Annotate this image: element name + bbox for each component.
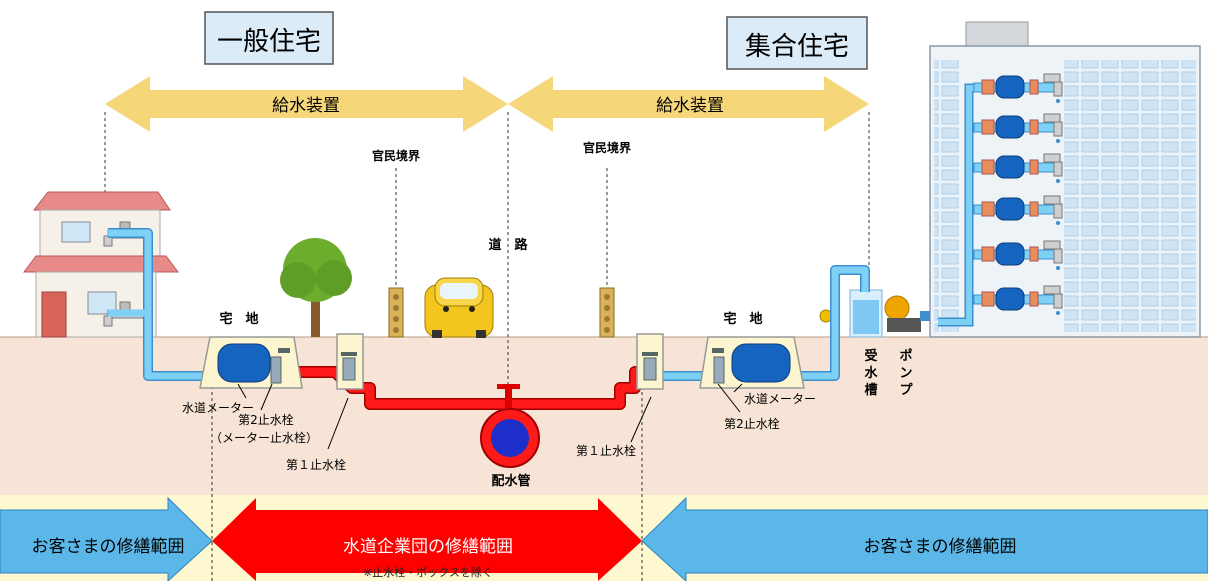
utility-repair-label: 水道企業団の修繕範囲 [343, 537, 513, 557]
water-tank-label: 受水槽 [864, 348, 878, 398]
second-stopcock-label-right: 第2止水栓 [724, 416, 780, 431]
customer-repair-arrow-right [641, 496, 1208, 581]
distribution-main-label: 配水管 [491, 473, 530, 489]
second-stopcock-note-left: （メーター止水栓） [210, 430, 318, 445]
apartment-building [929, 21, 1201, 338]
road-label: 道 路 [488, 237, 528, 253]
floor-meter [973, 195, 1063, 225]
utility-repair-note: ※止水栓・ボックスを除く [363, 565, 493, 579]
supply-label-left: 給水装置 [272, 96, 340, 116]
land-label-right: 宅 地 [723, 311, 762, 327]
supply-arrow-left [105, 76, 508, 132]
first-stopcock-label-right: 第１止水栓 [576, 443, 636, 458]
house-title-box: 一般住宅 [204, 11, 334, 65]
second-stopcock-label-left: 第2止水栓 [238, 412, 294, 427]
customer-pipe-left [108, 228, 210, 381]
meter-label-left: 水道メーター [182, 401, 254, 415]
car-icon [424, 277, 494, 338]
tree-icon [280, 238, 352, 337]
boundary-label-right: 官民境界 [583, 140, 631, 155]
boundary-post-right [599, 287, 615, 338]
floor-meter [973, 113, 1063, 143]
boundary-lines [104, 112, 870, 581]
utility-repair-arrow [212, 498, 642, 581]
house-title: 一般住宅 [217, 27, 321, 57]
meter-box-left [199, 336, 303, 389]
floor-meter [973, 285, 1063, 315]
meter-label-right: 水道メーター [744, 392, 816, 406]
customer-repair-label-right: お客さまの修繕範囲 [864, 537, 1017, 557]
house-illustration [23, 191, 179, 338]
first-stopcock-box-right [636, 333, 664, 390]
floor-meter [973, 240, 1063, 270]
customer-repair-arrow-left [0, 496, 213, 581]
water-tank-and-pump [819, 289, 921, 338]
supply-arrow-right [508, 76, 869, 132]
boundary-post-left [388, 287, 404, 338]
meter-box-right [699, 336, 805, 389]
floor-meters [973, 73, 1063, 315]
floor-meter [973, 153, 1063, 183]
boundary-label-left: 官民境界 [372, 148, 420, 163]
supply-label-right: 給水装置 [656, 96, 724, 116]
leader-lines [237, 383, 743, 450]
distribution-main-icon [480, 384, 540, 468]
land-label-left: 宅 地 [219, 311, 258, 327]
first-stopcock-box-left [336, 333, 364, 390]
first-stopcock-label-left: 第１止水栓 [286, 457, 346, 472]
customer-repair-label-left: お客さまの修繕範囲 [32, 537, 185, 557]
apartment-title-box: 集合住宅 [726, 16, 868, 70]
floor-meter [973, 73, 1063, 103]
ground [0, 337, 1208, 495]
pump-label: ポンプ [899, 348, 913, 398]
apartment-title: 集合住宅 [745, 32, 849, 62]
